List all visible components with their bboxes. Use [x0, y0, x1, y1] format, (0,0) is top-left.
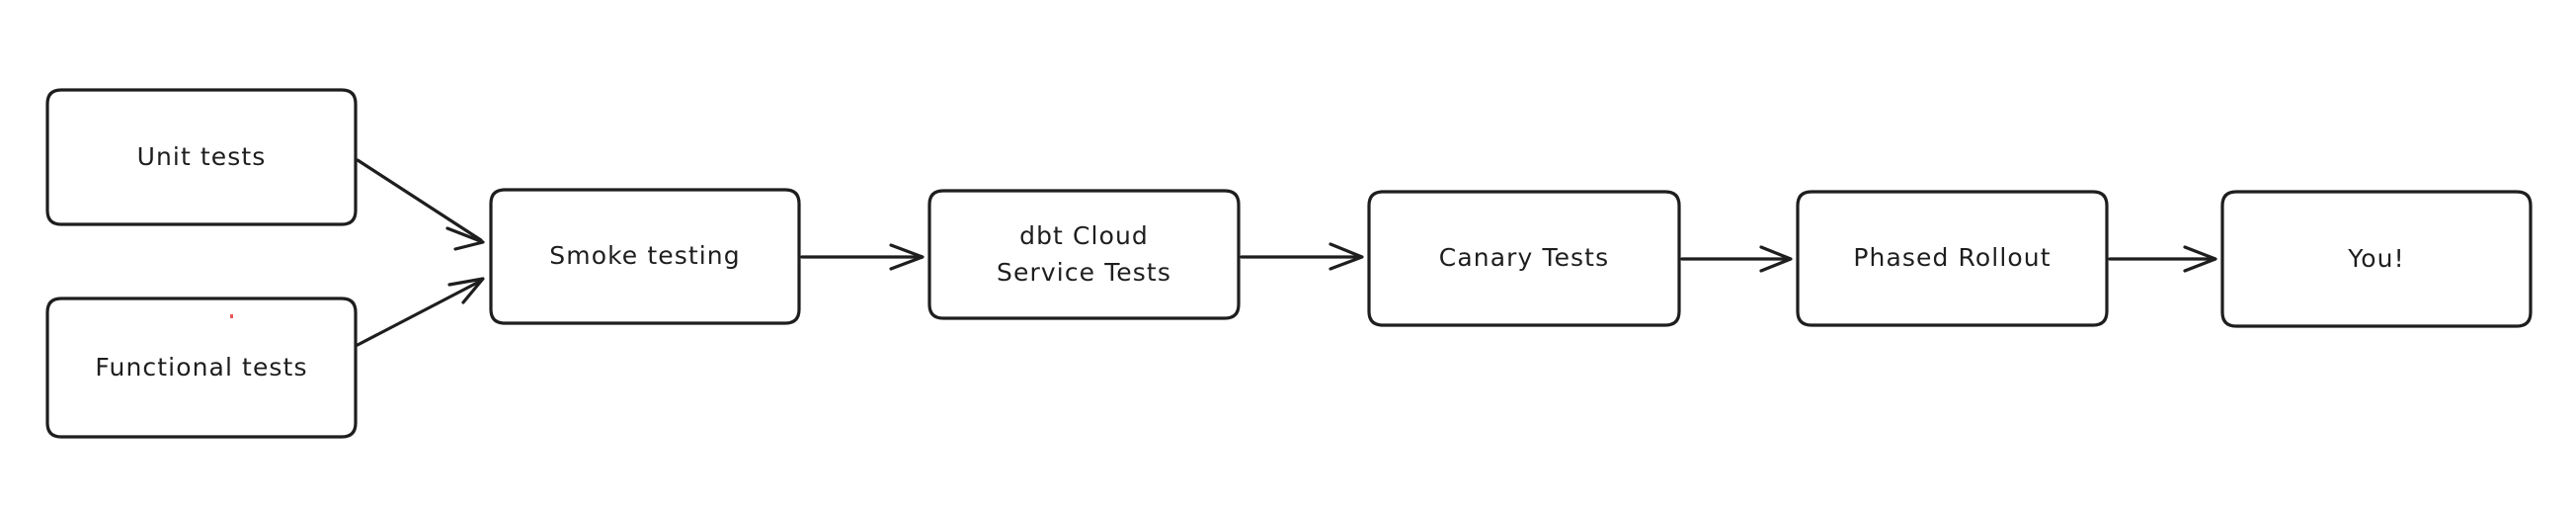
node-unit-tests[interactable]: [45, 88, 358, 226]
edge-canary-to-phased: [1680, 245, 1793, 273]
node-dbt-cloud-service-tests[interactable]: [927, 189, 1241, 320]
edge-dbt-to-canary: [1240, 242, 1364, 271]
edge-smoke-to-dbt: [800, 243, 925, 271]
edge-unit-to-smoke: [356, 158, 485, 251]
node-you[interactable]: [2220, 190, 2533, 328]
node-smoke-testing[interactable]: [489, 188, 801, 325]
node-canary-tests[interactable]: [1367, 190, 1681, 327]
render-artifact-dot: [230, 314, 233, 318]
edge-functional-to-smoke: [356, 277, 485, 347]
edge-phased-to-you: [2108, 245, 2217, 273]
node-functional-tests[interactable]: [45, 297, 358, 439]
node-phased-rollout[interactable]: [1796, 190, 2109, 327]
